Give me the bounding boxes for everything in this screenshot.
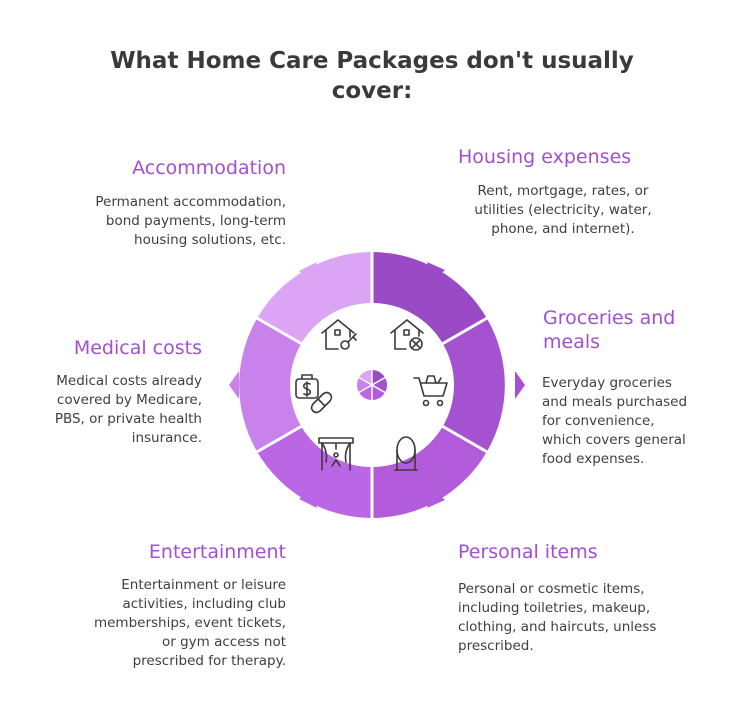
personal-desc-line: prescribed. xyxy=(458,638,534,654)
groceries-heading-line: meals xyxy=(543,331,601,353)
accommodation-desc-line: Permanent accommodation, xyxy=(95,194,286,210)
segment-entertainment xyxy=(257,426,372,518)
groceries-description: Everyday groceries and meals purchased f… xyxy=(542,374,732,469)
personal-desc-line: clothing, and haircuts, unless xyxy=(458,619,657,635)
entertainment-desc-line: memberships, event tickets, xyxy=(93,615,286,631)
pie-icon xyxy=(356,369,388,401)
personal-description: Personal or cosmetic items, including to… xyxy=(458,580,708,656)
arrow-accommodation xyxy=(299,262,317,281)
entertainment-desc-line: or gym access not xyxy=(162,634,286,650)
accommodation-desc-line: bond payments, long-term xyxy=(105,213,286,229)
medical-desc-line: covered by Medicare, xyxy=(56,392,202,408)
segment-medical xyxy=(239,318,301,452)
arrow-medical xyxy=(229,371,239,399)
entertainment-heading: Entertainment xyxy=(148,541,286,563)
accommodation-description: Permanent accommodation, bond payments, … xyxy=(40,193,286,250)
groceries-desc-line: which covers general xyxy=(542,432,686,448)
medical-desc-line: insurance. xyxy=(131,430,202,446)
medical-description: Medical costs already covered by Medicar… xyxy=(14,372,202,448)
segment-groceries xyxy=(443,318,505,452)
personal-desc-line: Personal or cosmetic items, xyxy=(458,581,645,597)
entertainment-description: Entertainment or leisure activities, inc… xyxy=(36,576,286,671)
segment-housing xyxy=(372,252,487,344)
groceries-desc-line: Everyday groceries xyxy=(542,375,672,391)
segment-accommodation xyxy=(257,252,372,344)
entertainment-desc-line: activities, including club xyxy=(122,596,286,612)
groceries-desc-line: food expenses. xyxy=(542,451,645,467)
arrow-housing xyxy=(427,262,445,281)
personal-desc-line: including toiletries, makeup, xyxy=(458,600,651,616)
page-title: What Home Care Packages don't usually co… xyxy=(72,46,672,106)
medical-money-pill-icon xyxy=(295,374,333,414)
mirror-icon xyxy=(394,436,418,471)
housing-heading: Housing expenses xyxy=(458,146,632,168)
accommodation-desc-line: housing solutions, etc. xyxy=(134,232,286,248)
groceries-heading: Groceries and meals xyxy=(543,306,723,354)
entertainment-desc-line: prescribed for therapy. xyxy=(132,653,286,669)
groceries-desc-line: for convenience, xyxy=(542,413,655,429)
groceries-desc-line: and meals purchased xyxy=(542,394,688,410)
medical-heading: Medical costs xyxy=(73,337,202,359)
house-key-icon xyxy=(321,319,357,350)
housing-description: Rent, mortgage, rates, or utilities (ele… xyxy=(455,182,671,239)
segment-personal xyxy=(372,426,487,518)
personal-heading: Personal items xyxy=(458,541,598,563)
medical-desc-line: Medical costs already xyxy=(56,373,202,389)
housing-desc-line: phone, and internet). xyxy=(491,221,635,237)
arrow-entertainment xyxy=(299,489,317,508)
arrow-groceries xyxy=(515,371,525,399)
arrow-personal xyxy=(427,489,445,508)
title-text: What Home Care Packages don't usually co… xyxy=(110,48,634,104)
groceries-heading-line: Groceries and xyxy=(543,307,676,329)
entertainment-desc-line: Entertainment or leisure xyxy=(121,577,286,593)
house-cancel-icon xyxy=(390,319,424,351)
stage-icon xyxy=(318,437,354,471)
housing-desc-line: utilities (electricity, water, xyxy=(474,202,652,218)
medical-desc-line: PBS, or private health xyxy=(54,411,202,427)
shopping-cart-icon xyxy=(413,375,448,407)
accommodation-heading: Accommodation xyxy=(132,157,286,179)
housing-desc-line: Rent, mortgage, rates, or xyxy=(477,183,649,199)
